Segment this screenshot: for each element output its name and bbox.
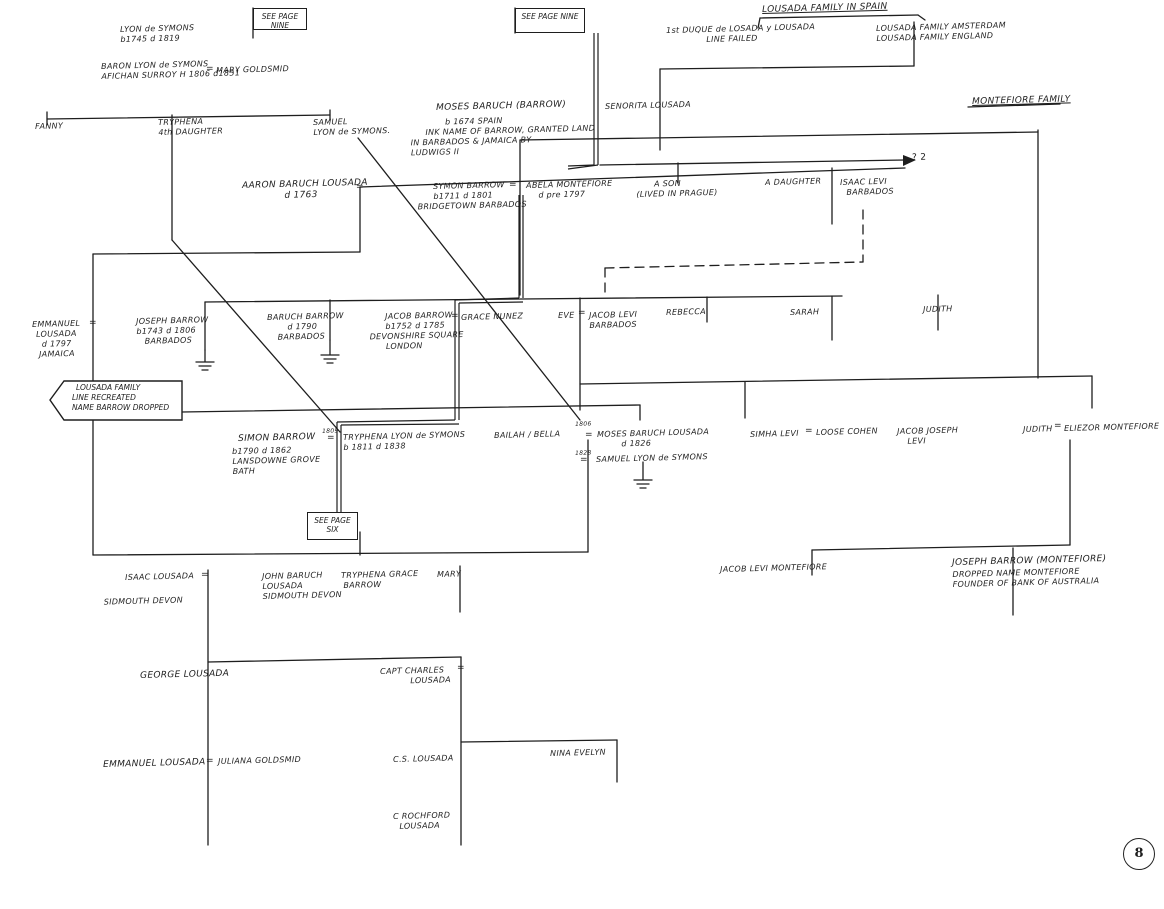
see-page-nine-label-2: SEE PAGE NINE: [521, 12, 579, 21]
see-page-six-line-2: SIX: [326, 525, 339, 534]
arrow-label: ? 2: [912, 152, 927, 163]
nina-evelyn: NINA EVELYN: [550, 747, 607, 758]
see-page-six-line-1: SEE PAGE: [314, 516, 351, 525]
judith-top: JUDITH: [923, 304, 953, 314]
simon-barrow: SIMON BARROW: [238, 431, 316, 444]
marriage-sign: =: [201, 570, 209, 580]
judith-levi: JUDITH: [1023, 424, 1053, 434]
page-number: 8: [1123, 838, 1155, 870]
arrow-head-icon: [903, 155, 916, 166]
a-daughter: A DAUGHTER: [765, 176, 822, 187]
see-page-nine-box-2[interactable]: SEE PAGE NINE: [515, 8, 585, 33]
marriage-sign: =: [585, 430, 593, 440]
lousada-tag-line-3: NAME BARROW DROPPED: [72, 403, 170, 412]
marriage-sign: =: [327, 433, 335, 443]
lousada-tag-line-1: LOUSADA FAMILY: [76, 383, 141, 392]
moses-barrow-details: b 1674 SPAIN INK NAME OF BARROW, GRANTED…: [410, 115, 596, 158]
see-page-six-box[interactable]: SEE PAGE SIX: [307, 512, 358, 540]
mary: MARY: [437, 569, 462, 579]
marriage-sign: =: [457, 663, 465, 673]
marriage-sign: =: [206, 64, 214, 74]
marriage-sign: =: [356, 182, 364, 192]
simha-levi: SIMHA LEVI: [750, 428, 799, 439]
bailah-bella: BAILAH / BELLA: [494, 429, 561, 440]
rebecca: REBECCA: [666, 306, 707, 317]
lousada-tag-shape[interactable]: [48, 379, 184, 423]
grace-nunez: GRACE NUNEZ: [461, 311, 524, 322]
marriage-sign: =: [1054, 421, 1062, 431]
marriage-sign: =: [509, 180, 517, 190]
a-son: A SON(LIVED IN PRAGUE): [636, 178, 718, 199]
joseph-barrow-montefiore: JOSEPH BARROW (MONTEFIORE) DROPPED NAME …: [952, 553, 1107, 589]
loose-cohen: LOOSE COHEN: [816, 426, 878, 437]
year-1806: 1806: [575, 420, 592, 428]
eve: EVE: [558, 310, 575, 320]
marriage-sign: =: [578, 308, 586, 318]
mary-goldsmid: MARY GOLDSMID: [216, 64, 290, 75]
fanny: FANNY: [35, 121, 64, 131]
see-page-nine-box-1[interactable]: SEE PAGE NINE: [253, 8, 307, 30]
marriage-sign: =: [451, 311, 459, 321]
sarah: SARAH: [790, 307, 820, 317]
isaac-lousada: ISAAC LOUSADA SIDMOUTH DEVON: [103, 571, 195, 607]
marriage-sign: =: [580, 455, 588, 465]
marriage-sign: =: [89, 318, 97, 328]
see-page-nine-label-1: SEE PAGE NINE: [261, 12, 299, 30]
cs-lousada: C.S. LOUSADA: [393, 753, 454, 764]
lousada-tag-line-2: LINE RECREATED: [72, 393, 136, 402]
marriage-sign: =: [206, 756, 214, 766]
george-lousada: GEORGE LOUSADA: [140, 668, 230, 681]
marriage-sign: =: [805, 426, 813, 436]
